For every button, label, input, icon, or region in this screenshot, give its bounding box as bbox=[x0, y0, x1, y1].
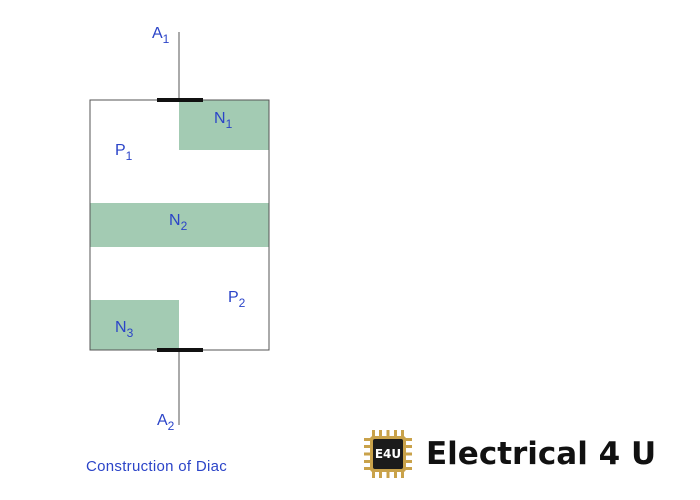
brand-logo: E4U Electrical 4 U bbox=[362, 428, 656, 480]
diagram-caption: Construction of Diac bbox=[86, 458, 228, 475]
terminal-a2-label: A2 bbox=[157, 412, 175, 433]
top-metal-contact bbox=[157, 98, 203, 102]
n2-region bbox=[90, 203, 269, 247]
terminal-a1-label: A1 bbox=[152, 25, 170, 46]
n3-label: N3 bbox=[115, 319, 134, 340]
bottom-metal-contact bbox=[157, 348, 203, 352]
n3-region bbox=[90, 300, 179, 350]
p2-label: P2 bbox=[228, 289, 246, 310]
logo-text: E4U bbox=[374, 447, 402, 461]
n1-region bbox=[179, 100, 269, 150]
n1-label: N1 bbox=[214, 110, 233, 131]
brand-name: Electrical 4 U bbox=[426, 436, 657, 472]
p1-label: P1 bbox=[115, 142, 133, 163]
n2-label: N2 bbox=[169, 212, 188, 233]
microchip-icon: E4U bbox=[362, 428, 414, 480]
